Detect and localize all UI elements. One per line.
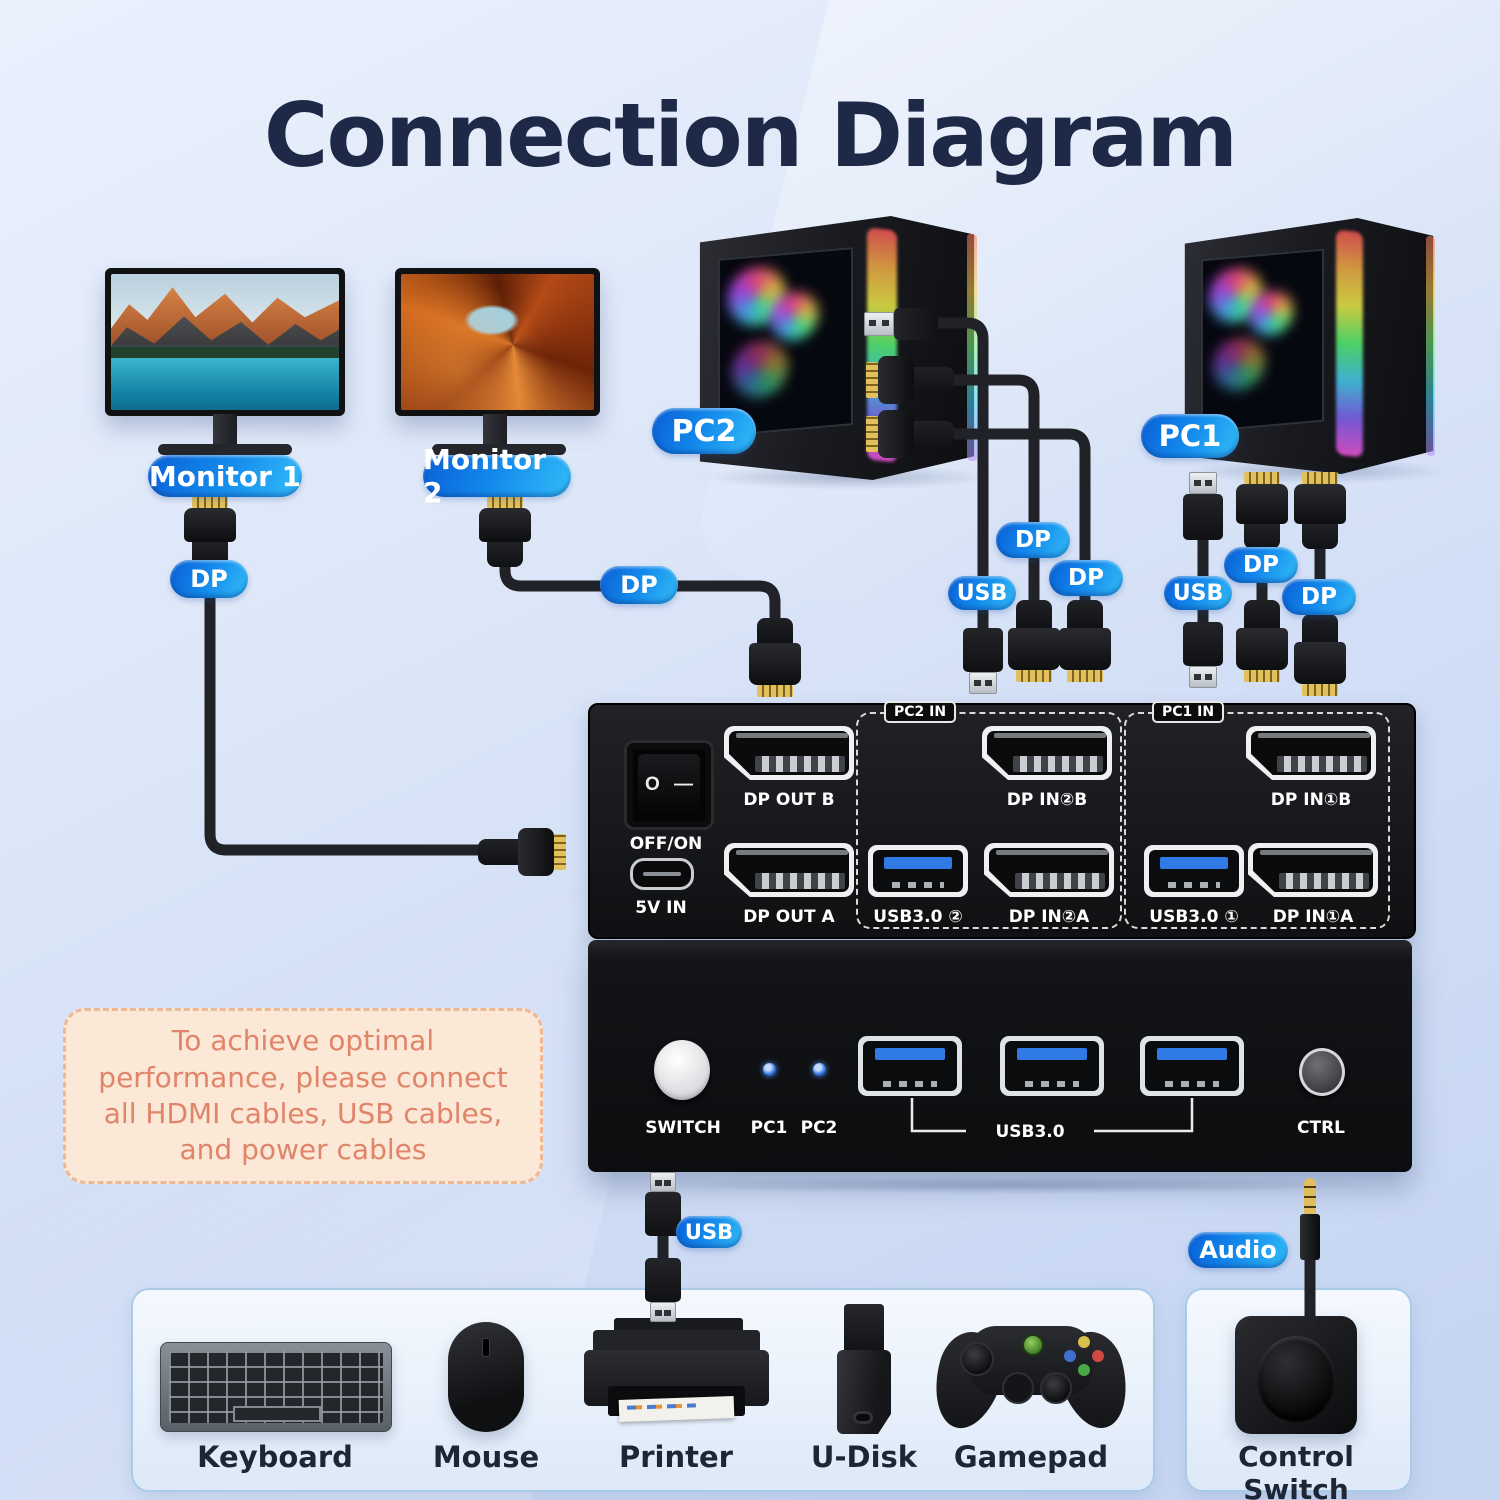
power-off-symbol: O	[645, 774, 660, 795]
usb3-2-label: USB3.0 ②	[873, 907, 963, 927]
usb-plug-icon	[864, 308, 938, 340]
front-usb-port-1	[858, 1036, 962, 1096]
power-on-symbol: —	[673, 774, 693, 795]
switch-button	[654, 1040, 710, 1100]
dp-badge: DP	[170, 560, 248, 598]
power-in-port	[630, 858, 694, 890]
dp-out-a-port	[724, 843, 854, 897]
pc2-in-group	[856, 712, 1122, 929]
keyboard-label: Keyboard	[197, 1440, 353, 1474]
monitor-1-image	[111, 274, 339, 410]
power-in-label: 5V IN	[635, 898, 687, 918]
pc1-in-group	[1124, 712, 1390, 929]
control-switch-label: Control Switch	[1238, 1440, 1354, 1500]
front-usb-port-3	[1140, 1036, 1244, 1096]
printer-label: Printer	[619, 1440, 733, 1474]
pc2-led-label: PC2	[800, 1118, 838, 1138]
audio-badge: Audio	[1188, 1232, 1288, 1268]
front-usb-label: USB3.0	[995, 1122, 1065, 1142]
page-title: Connection Diagram	[263, 84, 1238, 187]
monitor1-badge: Monitor 1	[148, 455, 302, 497]
gamepad-icon	[924, 1325, 1138, 1437]
keyboard-icon	[160, 1342, 392, 1432]
usb-badge: USB	[1164, 576, 1232, 610]
usb3-1-label: USB3.0 ①	[1149, 907, 1239, 927]
dp-plug-icon	[184, 496, 236, 567]
udisk-icon	[837, 1304, 891, 1434]
dp-in-2a-label: DP IN②A	[1008, 907, 1090, 927]
usb-badge: USB	[676, 1216, 742, 1248]
mouse-icon	[448, 1322, 524, 1432]
monitor-2-image	[401, 274, 594, 410]
pc1-led	[763, 1063, 776, 1076]
dp-out-b-label: DP OUT B	[743, 790, 835, 810]
udisk-label: U-Disk	[810, 1440, 918, 1474]
pc1-in-chip: PC1 IN	[1152, 701, 1225, 723]
usb3-1-port	[1144, 845, 1244, 897]
pc2-badge: PC2	[652, 408, 756, 454]
dp-plug-icon	[1294, 472, 1346, 549]
power-switch-icon: O —	[624, 740, 714, 830]
switch-label: SWITCH	[645, 1118, 721, 1138]
dp-plug-icon	[1008, 600, 1060, 682]
usb-plug-icon	[645, 1172, 681, 1236]
dp-plug-icon	[478, 828, 566, 876]
dp-plug-icon	[749, 618, 801, 697]
dp-badge: DP	[600, 566, 678, 604]
monitor-2-stand	[483, 414, 507, 446]
dp-in-1a-label: DP IN①A	[1272, 907, 1354, 927]
dp-plug-icon	[866, 410, 954, 458]
dp-plug-icon	[1059, 600, 1111, 682]
pc1-badge: PC1	[1141, 414, 1239, 458]
dp-plug-icon	[1236, 472, 1288, 549]
dp-badge: DP	[996, 522, 1070, 558]
ctrl-label: CTRL	[1297, 1118, 1345, 1138]
usb-plug-icon	[645, 1258, 681, 1322]
front-usb-port-2	[1000, 1036, 1104, 1096]
dp-out-a-label: DP OUT A	[743, 907, 835, 927]
dp-badge: DP	[1049, 560, 1123, 596]
dp-plug-icon	[866, 356, 954, 404]
dp-in-1b-label: DP IN①B	[1270, 790, 1352, 810]
monitor-2-base	[432, 444, 566, 455]
usb-badge: USB	[948, 576, 1016, 610]
power-switch-label: OFF/ON	[629, 834, 703, 854]
gamepad-label: Gamepad	[953, 1440, 1109, 1474]
monitor-1-icon	[105, 268, 345, 416]
usb-plug-icon	[1183, 622, 1223, 688]
control-switch-icon	[1235, 1316, 1357, 1434]
monitor-1-base	[158, 444, 292, 455]
usb3-2-port	[868, 845, 968, 897]
pc1-led-label: PC1	[750, 1118, 788, 1138]
note-text: To achieve optimal performance, please c…	[98, 1024, 508, 1167]
dp-plug-icon	[1236, 600, 1288, 682]
dp-badge: DP	[1224, 547, 1298, 583]
dp-in-1a-port	[1248, 843, 1378, 897]
dp-in-1b-port	[1246, 726, 1376, 780]
pc2-led	[813, 1063, 826, 1076]
dp-badge: DP	[1282, 579, 1356, 615]
kvm-shadow	[640, 1176, 1380, 1194]
dp-in-2b-label: DP IN②B	[1006, 790, 1088, 810]
pc2-in-chip: PC2 IN	[884, 701, 957, 723]
monitor-1-stand	[213, 414, 237, 446]
printer-icon	[584, 1318, 769, 1432]
audio-jack-icon	[1300, 1178, 1320, 1260]
note-box: To achieve optimal performance, please c…	[63, 1008, 543, 1184]
monitor-2-icon	[395, 268, 600, 416]
dp-plug-icon	[1294, 614, 1346, 696]
ctrl-button	[1299, 1048, 1345, 1096]
usb-plug-icon	[963, 628, 1003, 694]
dp-in-2a-port	[984, 843, 1114, 897]
usb-plug-icon	[1183, 472, 1223, 540]
monitor2-badge: Monitor 2	[423, 443, 571, 509]
dp-out-b-port	[724, 726, 854, 780]
dp-in-2b-port	[982, 726, 1112, 780]
mouse-label: Mouse	[432, 1440, 540, 1474]
